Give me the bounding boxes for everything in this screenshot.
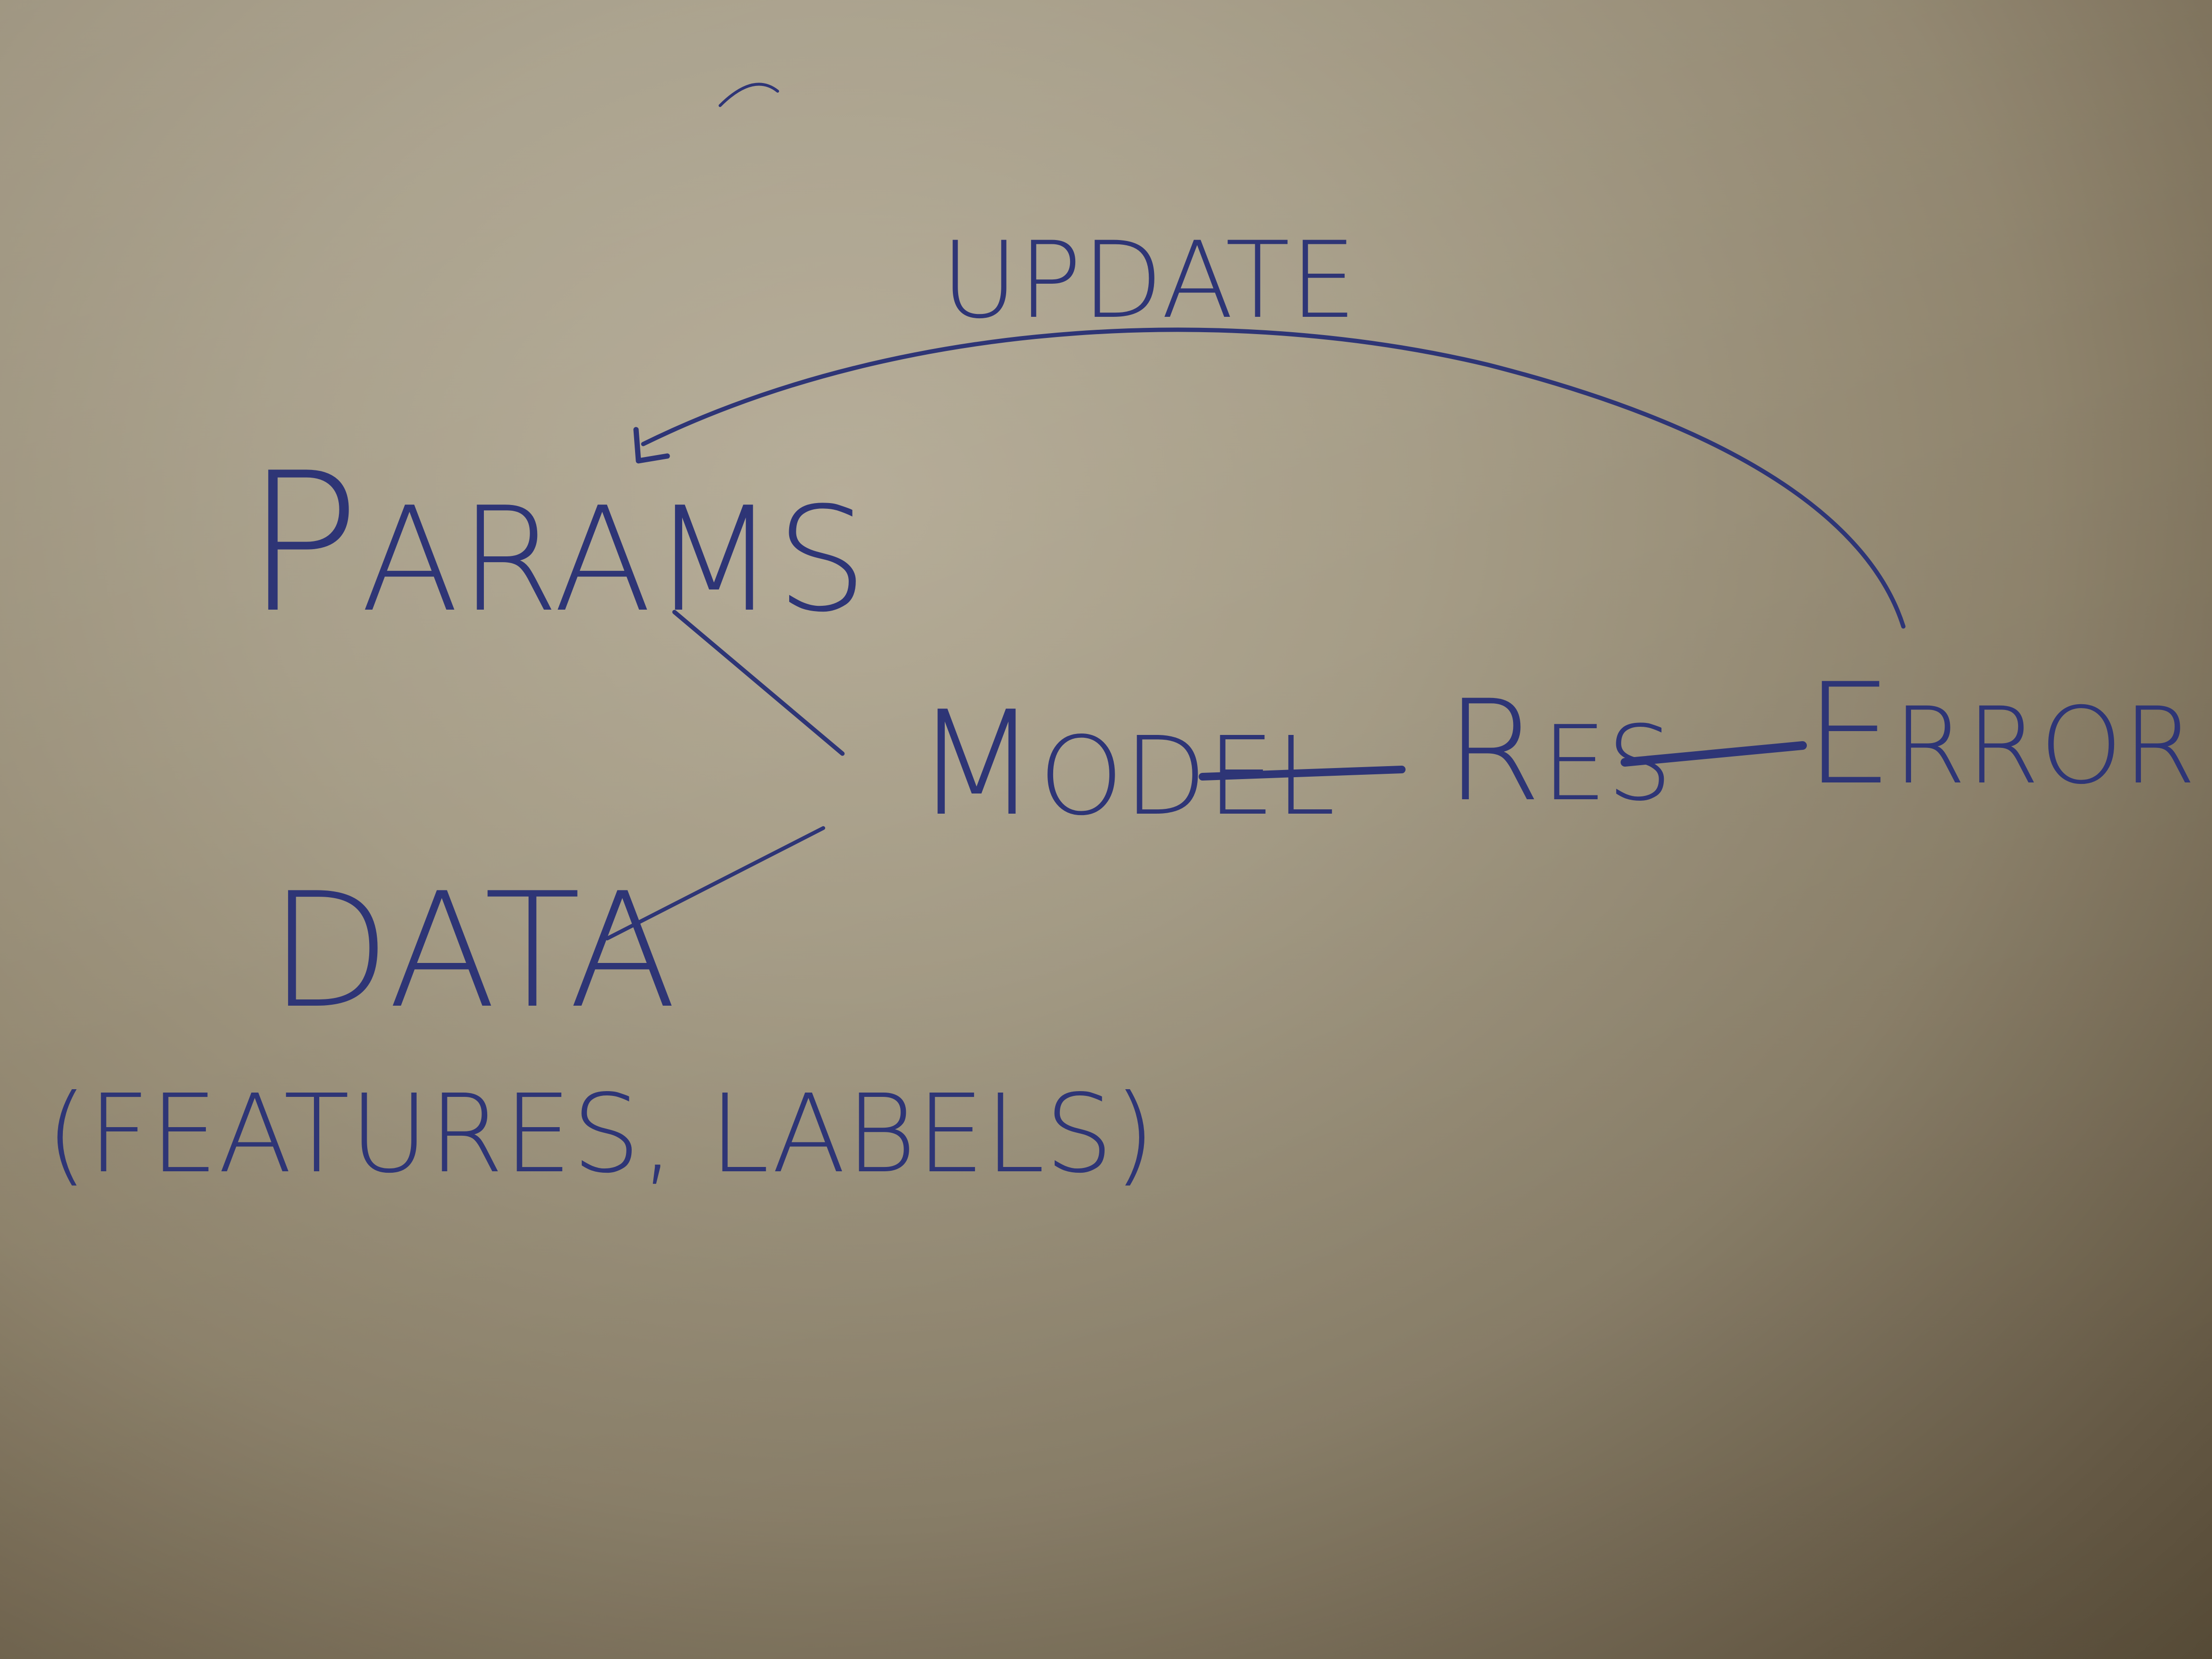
model-node-label: MODEL [914, 680, 1335, 848]
data-node-label: DATA [269, 859, 677, 1043]
error-node-label: ERROR [1805, 654, 2196, 816]
edge-data-model [605, 826, 825, 940]
stray-pen-mark [719, 83, 779, 107]
params-node-label: PARAMS [245, 432, 867, 655]
update-label: UPDATE [941, 219, 1357, 342]
edge-model-res [1199, 766, 1406, 781]
edge-params-model [672, 610, 845, 756]
update-arrowhead [633, 427, 670, 464]
edge-res-error [1621, 741, 1807, 767]
update-feedback-arrow [641, 327, 1906, 629]
res-node-label: RES [1445, 671, 1672, 832]
data-detail-label: (FEATURES, LABELS) [46, 1071, 1155, 1197]
